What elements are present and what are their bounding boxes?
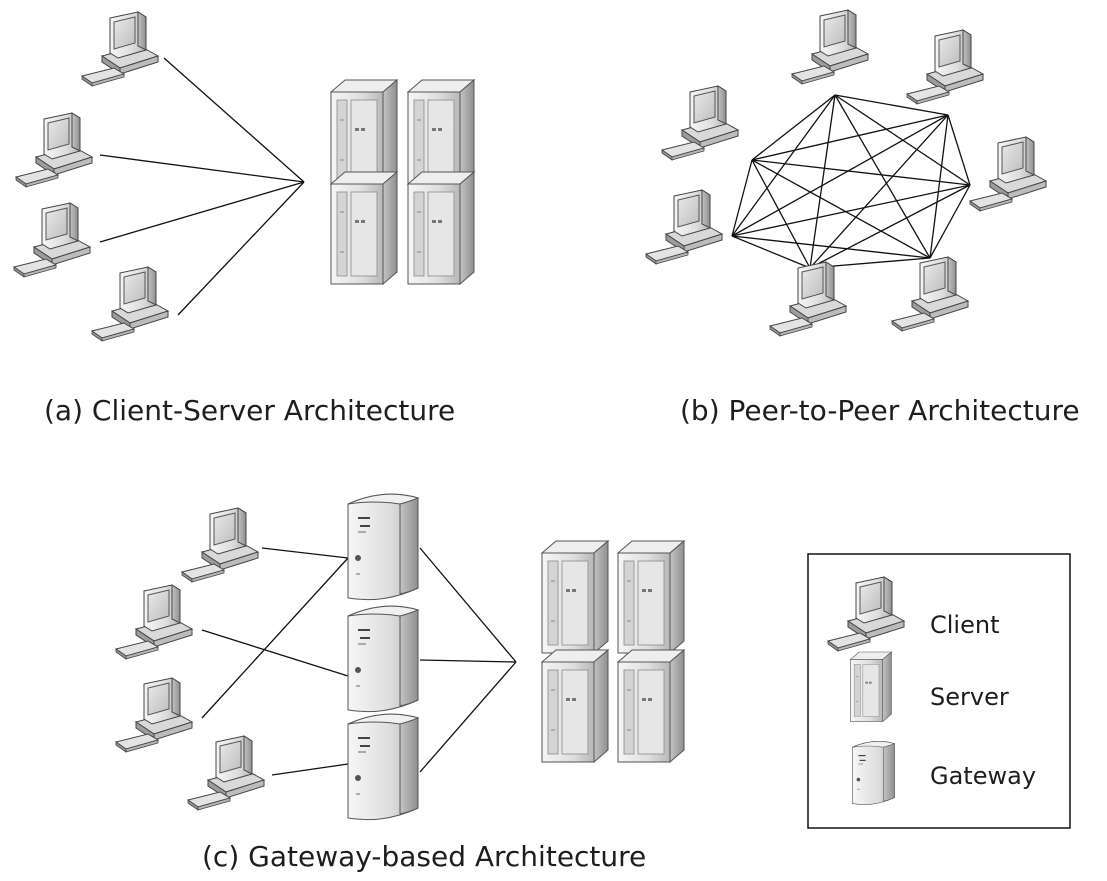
- server-icon: [537, 649, 609, 765]
- caption-client-server: (a) Client-Server Architecture: [44, 394, 455, 427]
- client-icon: [91, 266, 169, 342]
- peer-mesh-wires: [731, 94, 971, 269]
- legend-server-label: Server: [930, 683, 1009, 711]
- gateway-icon: [347, 493, 419, 601]
- client-icon: [187, 735, 265, 811]
- server-icon: [613, 649, 685, 765]
- client-icon: [891, 256, 969, 332]
- gateway-wires: [201, 547, 517, 776]
- client-icon: [661, 85, 739, 161]
- peer-to-peer-section: (b) Peer-to-Peer Architecture: [645, 9, 1080, 427]
- client-icon: [969, 136, 1047, 212]
- server-icon: [326, 171, 398, 287]
- caption-peer-to-peer: (b) Peer-to-Peer Architecture: [680, 394, 1080, 427]
- server-icon: [847, 651, 892, 723]
- gateway-icon: [347, 605, 419, 713]
- client-icon: [115, 677, 193, 753]
- client-icon: [181, 507, 259, 583]
- client-icon: [645, 189, 723, 265]
- client-icon: [906, 29, 984, 105]
- gateway-icon: [851, 740, 896, 806]
- client-icon: [81, 11, 159, 87]
- legend-client-label: Client: [930, 611, 999, 639]
- client-icon: [769, 261, 847, 337]
- server-icon: [403, 171, 475, 287]
- gateway-icon: [347, 713, 419, 821]
- legend-gateway-label: Gateway: [930, 762, 1036, 790]
- client-icon: [115, 584, 193, 660]
- client-icon: [13, 202, 91, 278]
- client-server-section: (a) Client-Server Architecture: [13, 11, 475, 427]
- server-icon: [613, 540, 685, 656]
- caption-gateway-based: (c) Gateway-based Architecture: [202, 840, 646, 873]
- legend: Client Server Gateway: [807, 553, 1071, 829]
- client-icon: [791, 9, 869, 85]
- gateway-based-section: (c) Gateway-based Architecture: [115, 493, 685, 873]
- client-icon: [15, 112, 93, 188]
- client-server-wires: [99, 57, 305, 316]
- server-icon: [537, 540, 609, 656]
